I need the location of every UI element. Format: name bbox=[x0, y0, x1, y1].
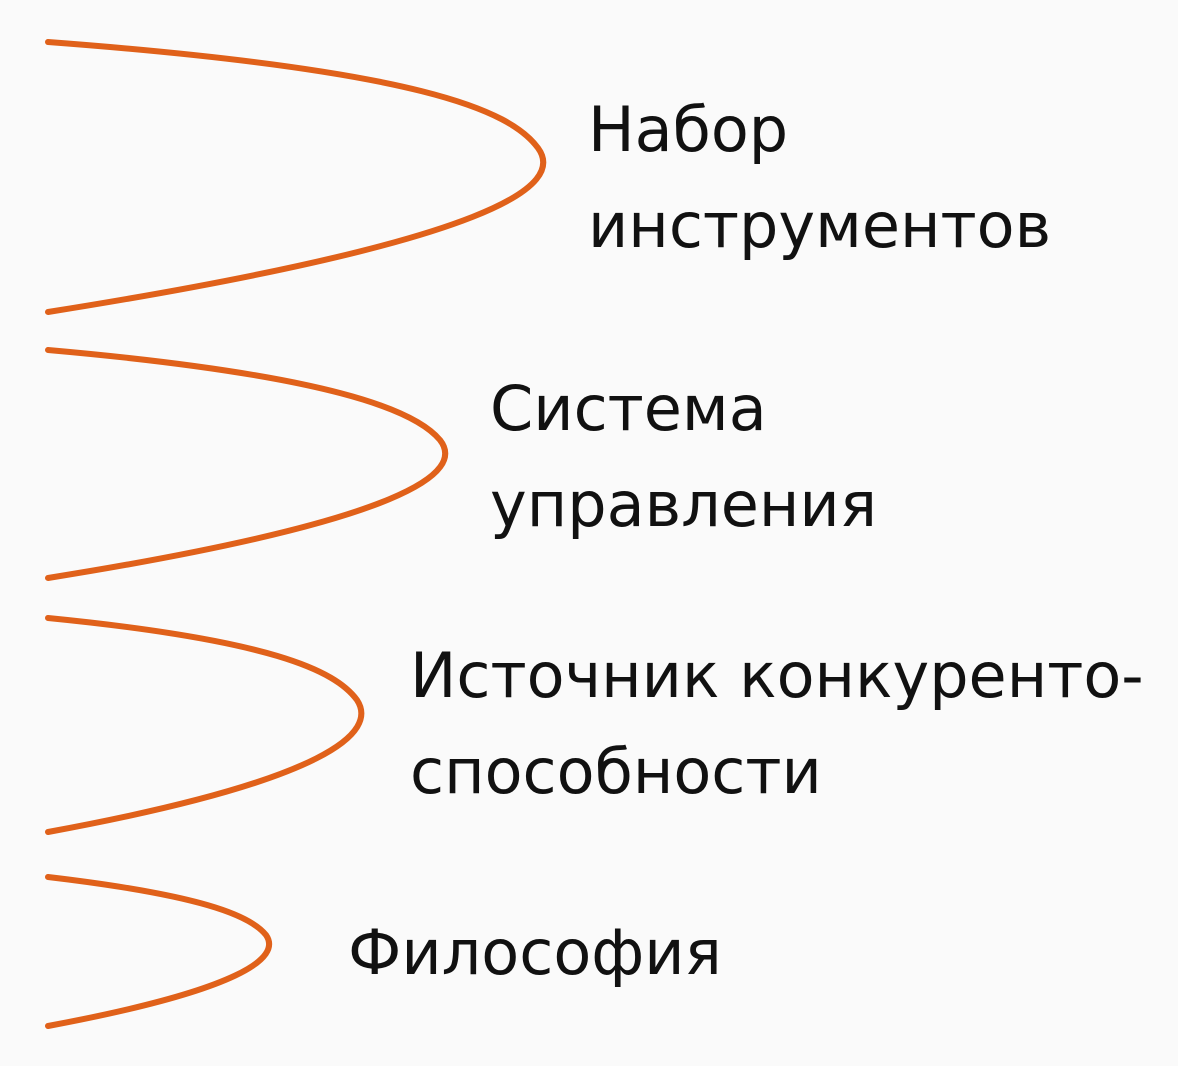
level-label-1-line1: Набор bbox=[588, 93, 789, 166]
level-label-2-line2: управления bbox=[490, 468, 878, 541]
level-label-3-line2: способности bbox=[410, 735, 822, 808]
level-label-4-line1: Философия bbox=[348, 916, 722, 989]
bracket-curve-1 bbox=[45, 39, 547, 315]
level-label-1: Набор инструментов bbox=[588, 82, 1051, 274]
level-label-1-line2: инструментов bbox=[588, 189, 1052, 262]
level-label-4: Философия bbox=[348, 905, 722, 1001]
level-label-2: Система управления bbox=[490, 361, 877, 553]
bracket-curve-4 bbox=[45, 874, 273, 1029]
level-label-3: Источник конкуренто- способности bbox=[410, 628, 1144, 820]
level-label-3-line1: Источник конкуренто- bbox=[410, 639, 1144, 712]
level-label-2-line1: Система bbox=[490, 372, 767, 445]
bracket-curve-3 bbox=[45, 615, 365, 835]
bracket-curve-2 bbox=[45, 347, 449, 581]
